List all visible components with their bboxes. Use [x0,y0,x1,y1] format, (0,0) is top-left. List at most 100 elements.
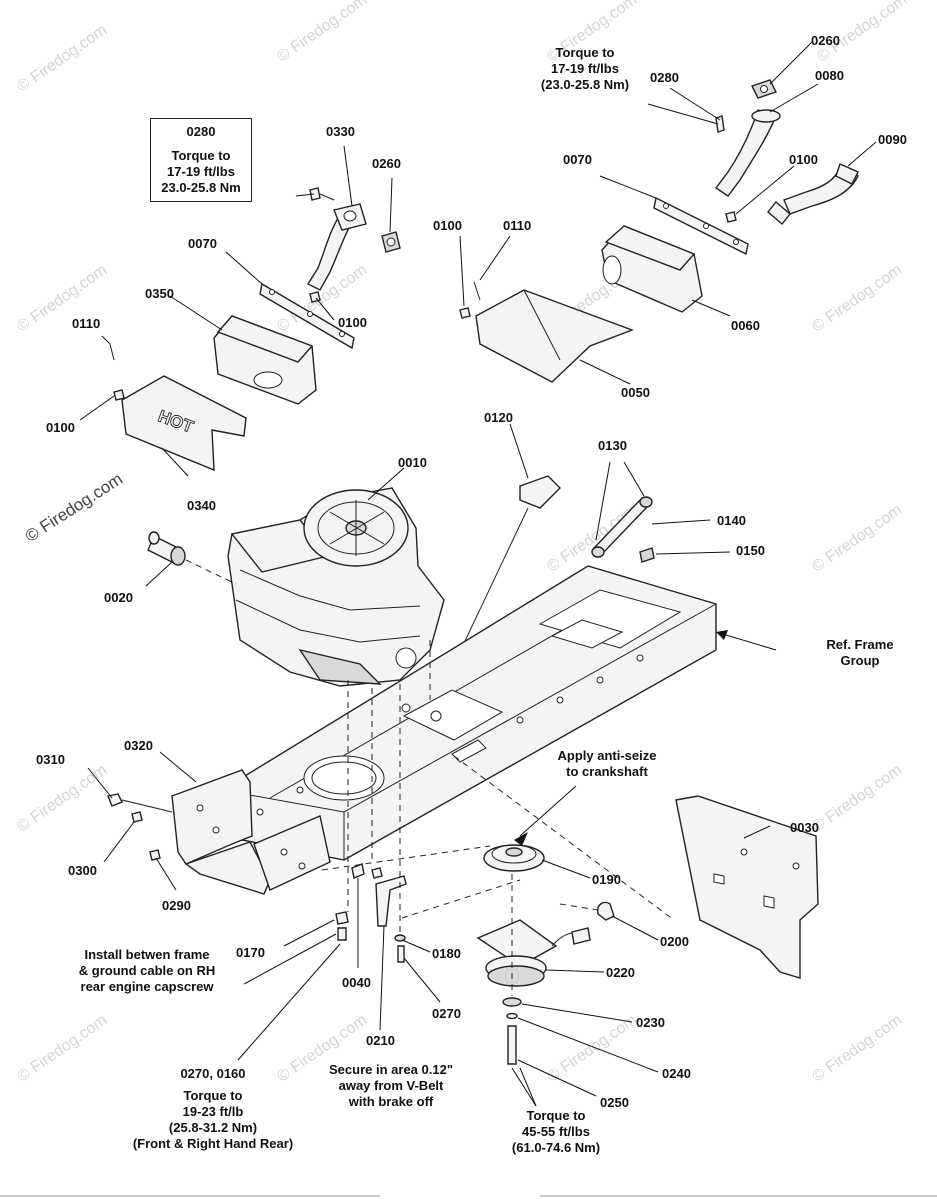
bolt-0280-right [715,115,725,133]
bolt-0270 [397,945,405,963]
callout-0230: 0230 [636,1015,665,1030]
callout-0150: 0150 [736,543,765,558]
anti-seize-line: Apply anti-seize [557,748,657,763]
washer-0230 [502,997,522,1007]
callout-0030: 0030 [790,820,819,835]
bracket-right [653,196,749,256]
ground-cable-line: rear engine capscrew [80,979,214,994]
callout-0250: 0250 [600,1095,629,1110]
bracket-left [259,282,355,350]
callout-0100-d: 0100 [433,218,462,233]
align-line [453,755,675,921]
callout-0260-left: 0260 [372,156,401,171]
secure-area-line: away from V-Belt [338,1078,444,1093]
anti-seize-line: to crankshaft [566,764,648,779]
gasket-left [381,231,401,253]
washer-0170 [335,911,349,925]
bolt-0160 [337,927,347,941]
torque-note-top-right: Torque to 17-19 ft/lbs (23.0-25.8 Nm) [530,45,640,93]
clip-0110-right [473,281,481,301]
bolt-0100-right [725,211,737,223]
torque-note-line: 17-19 ft/lbs [167,164,235,179]
callout-0270: 0270 [432,1006,461,1021]
callout-0020: 0020 [104,590,133,605]
torque-note-line: (61.0-74.6 Nm) [511,1140,601,1155]
secure-area-line: Secure in area 0.12" [329,1062,453,1077]
align-line [559,903,599,911]
callout-0010: 0010 [398,455,427,470]
belt-guide-0210 [375,875,407,927]
skid-plate [675,795,819,979]
secure-area-note: Secure in area 0.12" away from V-Belt wi… [316,1062,466,1110]
pulley [483,844,545,872]
torque-note-line: 17-19 ft/lbs [551,61,619,76]
clip-0110-left [109,343,115,361]
callout-0310: 0310 [36,752,65,767]
torque-note-line: Torque to [171,148,231,163]
callout-0100-c: 0100 [789,152,818,167]
callout-0120: 0120 [484,410,513,425]
heat-shield-hot: HOT [121,375,247,472]
callout-0260-right: 0260 [811,33,840,48]
torque-note-line: 23.0-25.8 Nm [161,180,241,195]
torque-note-line: Torque to [183,1088,243,1103]
callout-0110-right: 0110 [503,218,532,233]
oil-drain-fitting [147,531,186,566]
exhaust-pipe-right-2 [767,163,859,226]
align-line [401,879,521,919]
clip-0200 [596,901,615,921]
torque-note-line: (25.8-31.2 Nm) [168,1120,258,1135]
callout-0280-right: 0280 [650,70,679,85]
callout-0050: 0050 [621,385,650,400]
torque-note-line: Torque to [555,45,615,60]
callout-0090: 0090 [878,132,907,147]
callout-0060: 0060 [731,318,760,333]
callout-0330: 0330 [326,124,355,139]
callout-0110-left: 0110 [72,316,101,331]
muffler-left [213,315,317,405]
muffler-right [601,225,703,313]
pto-clutch [476,919,591,987]
ground-cable-note: Install betwen frame & ground cable on R… [64,947,230,995]
secure-area-line: with brake off [348,1094,434,1109]
torque-note-line: 45-55 ft/lbs [522,1124,590,1139]
nut-0040 [351,863,365,879]
ref-frame-line: Ref. Frame [826,637,894,652]
dash-fitting-engine [185,559,237,585]
torque-note-crank: Torque to 45-55 ft/lbs (61.0-74.6 Nm) [496,1108,616,1156]
arrow-head [716,630,728,640]
callout-0100-b: 0100 [46,420,75,435]
frame [221,565,717,861]
nut-0040b [371,867,383,879]
rear-bracket [171,769,331,895]
leader-lines [79,41,877,1107]
callout-0350: 0350 [145,286,174,301]
callout-0070-right: 0070 [563,152,592,167]
callout-0240: 0240 [662,1066,691,1081]
callout-0320: 0320 [124,738,153,753]
arrow-head [514,832,528,846]
gasket-right [751,79,777,99]
exhaust-pipe-left [306,203,367,291]
torque-note-parts: 0270, 0160 [180,1066,246,1081]
exhaust-pipe-right [714,109,781,197]
torque-note-left: 0280 Torque to 17-19 ft/lbs 23.0-25.8 Nm [150,118,252,202]
bolt-0280-left [309,187,335,201]
callout-0100-a: 0100 [338,315,367,330]
torque-note-line: (23.0-25.8 Nm) [540,77,630,92]
callout-0340: 0340 [187,498,216,513]
torque-note-line: (Front & Right Hand Rear) [132,1136,294,1151]
screw-0290 [149,849,161,861]
callout-0210: 0210 [366,1033,395,1048]
throttle-cable [455,475,561,661]
torque-note-line: Torque to [526,1108,586,1123]
callout-0220: 0220 [606,965,635,980]
bushing-0150 [639,547,655,563]
torque-note-part: 0280 [186,124,216,139]
ref-frame-line: Group [840,653,880,668]
callout-0080: 0080 [815,68,844,83]
anti-seize-note: Apply anti-seize to crankshaft [542,748,672,780]
heat-shield-right [475,289,634,383]
